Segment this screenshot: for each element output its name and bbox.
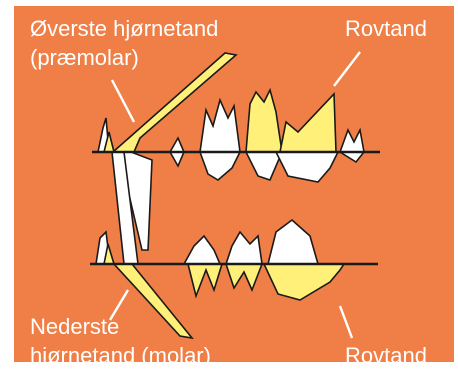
lower-canine-tooth	[114, 264, 192, 338]
upper-premolar-a-lower	[200, 152, 240, 180]
lower-carnassial	[268, 220, 318, 264]
upper-premolar-a	[200, 100, 240, 152]
label-carnassial-top: Rovtand	[345, 16, 427, 42]
pointer-carnassial-top	[334, 52, 360, 86]
upper-carnassial	[280, 94, 336, 152]
upper-premolar-b	[246, 90, 282, 152]
lower-carnassial-lower	[264, 264, 344, 300]
label-lower-canine: Nederste	[30, 314, 119, 340]
pointer-carnassial-bottom	[340, 306, 352, 338]
label-upper-canine: Øverste hjørnetand	[30, 16, 218, 42]
pointer-upper-canine	[112, 80, 134, 122]
lower-premolar-a-lower	[188, 264, 222, 296]
lower-premolar-b	[226, 232, 262, 264]
lower-premolar-a	[184, 236, 220, 264]
upper-premolar-b-lower	[246, 152, 282, 180]
label-upper-canine-subtitle: (præmolar)	[30, 45, 139, 71]
upper-carnassial-lower	[276, 152, 338, 182]
lower-premolar-b-lower	[226, 264, 262, 290]
label-lower-canine-subtitle: hjørnetand (molar)	[30, 343, 211, 369]
label-carnassial-bottom: Rovtand	[345, 343, 427, 369]
upper-molar	[340, 130, 364, 162]
